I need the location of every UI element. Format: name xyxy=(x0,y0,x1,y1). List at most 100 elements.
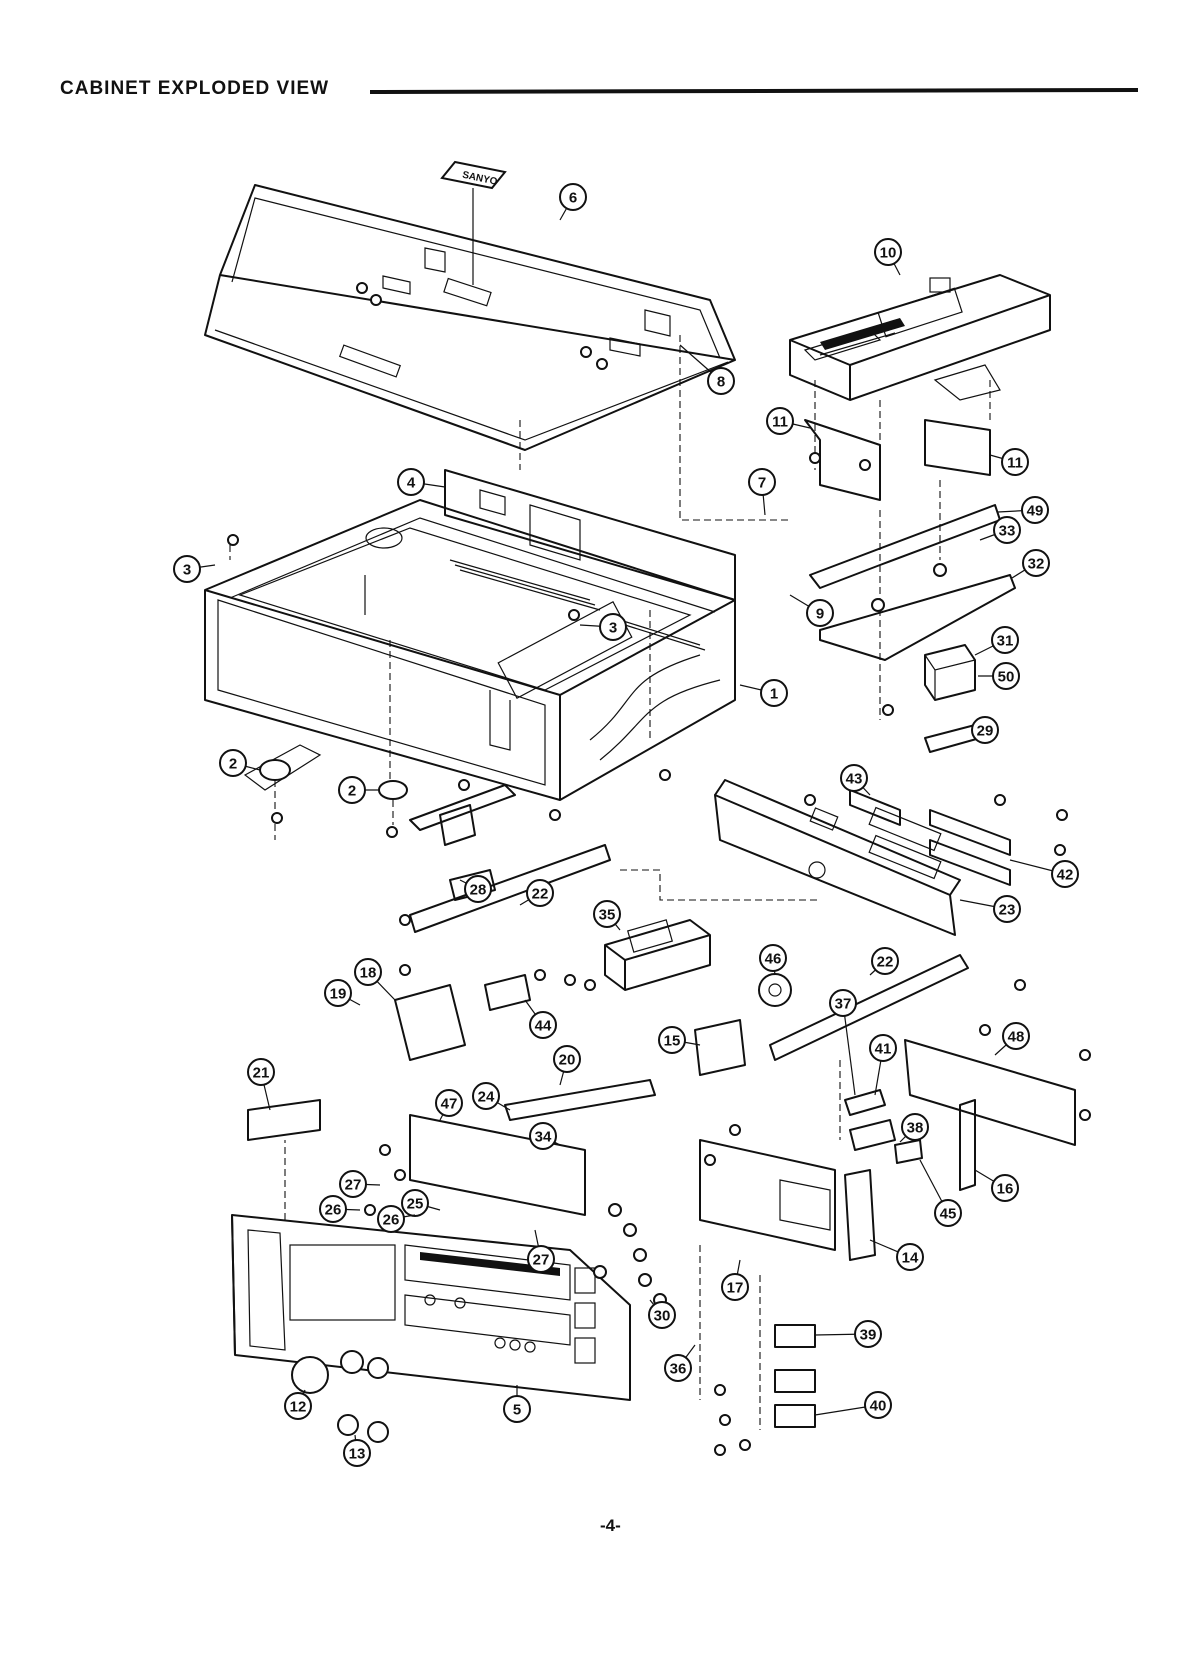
callout-number: 47 xyxy=(441,1096,458,1113)
part-callout-36: 36 xyxy=(665,1345,695,1381)
part-callout-27: 27 xyxy=(340,1171,380,1197)
cassette-mechanism xyxy=(790,275,1050,475)
callout-number: 22 xyxy=(532,886,549,903)
part-callout-29: 29 xyxy=(972,717,998,743)
part-callout-11: 11 xyxy=(767,408,810,434)
callout-number: 11 xyxy=(772,414,788,431)
part-callout-40: 40 xyxy=(815,1392,891,1418)
callout-number: 4 xyxy=(407,475,416,492)
part-callout-27: 27 xyxy=(528,1230,554,1272)
part-callout-42: 42 xyxy=(1010,860,1078,887)
part-callout-44: 44 xyxy=(525,1000,556,1038)
callout-number: 13 xyxy=(349,1446,366,1463)
callout-number: 49 xyxy=(1027,503,1044,520)
main-chassis xyxy=(205,500,735,800)
callout-number: 2 xyxy=(229,756,237,773)
part-callout-21: 21 xyxy=(248,1059,274,1110)
part-callout-26: 26 xyxy=(320,1196,360,1222)
callout-number: 10 xyxy=(880,245,897,262)
part-callout-13: 13 xyxy=(344,1435,370,1466)
callout-number: 44 xyxy=(535,1018,552,1035)
part-callout-20: 20 xyxy=(554,1046,580,1085)
part-callout-4: 4 xyxy=(398,469,445,495)
callout-number: 17 xyxy=(727,1280,744,1297)
callout-number: 30 xyxy=(654,1308,671,1325)
part-callout-22: 22 xyxy=(520,880,553,906)
part-callout-22: 22 xyxy=(870,948,898,975)
callout-number: 37 xyxy=(835,996,852,1013)
callout-number: 35 xyxy=(599,907,616,924)
part-callout-5: 5 xyxy=(504,1385,530,1422)
callout-number: 9 xyxy=(816,606,824,623)
callout-number: 15 xyxy=(664,1033,681,1050)
page-number: -4- xyxy=(600,1516,621,1536)
callout-number: 1 xyxy=(770,686,778,703)
power-transformer xyxy=(605,920,710,990)
callout-number: 20 xyxy=(559,1052,576,1069)
callout-number: 42 xyxy=(1057,867,1074,884)
part-callout-3: 3 xyxy=(174,556,215,582)
part-callout-16: 16 xyxy=(975,1170,1018,1201)
part-callout-23: 23 xyxy=(960,896,1020,922)
callout-number: 41 xyxy=(875,1041,892,1058)
part-callout-6: 6 xyxy=(560,184,586,220)
part-callout-14: 14 xyxy=(870,1240,923,1270)
part-callout-37: 37 xyxy=(830,990,856,1095)
callout-number: 14 xyxy=(902,1250,919,1267)
part-callout-11: 11 xyxy=(990,449,1028,475)
callout-number: 43 xyxy=(846,771,863,788)
part-callout-25: 25 xyxy=(402,1190,440,1216)
callout-number: 31 xyxy=(997,633,1014,650)
callout-number: 34 xyxy=(535,1129,552,1146)
callout-number: 6 xyxy=(569,190,577,207)
callout-number: 21 xyxy=(253,1065,270,1082)
rear-panel xyxy=(715,780,960,935)
part-callout-1: 1 xyxy=(740,680,787,706)
callout-number: 7 xyxy=(758,475,766,492)
callout-number: 26 xyxy=(325,1202,342,1219)
part-callout-38: 38 xyxy=(900,1114,928,1142)
part-callout-18: 18 xyxy=(355,959,395,1000)
sanyo-logo-badge: SANYO xyxy=(442,162,505,188)
callout-number: 22 xyxy=(877,954,894,971)
callout-number: 48 xyxy=(1008,1029,1025,1046)
part-callout-3: 3 xyxy=(580,614,626,640)
callout-number: 16 xyxy=(997,1181,1014,1198)
part-callout-39: 39 xyxy=(815,1321,881,1347)
part-callout-8: 8 xyxy=(680,345,734,394)
part-callout-32: 32 xyxy=(1012,550,1049,578)
part-callout-47: 47 xyxy=(436,1090,462,1120)
part-callout-50: 50 xyxy=(978,663,1019,689)
callout-number: 40 xyxy=(870,1398,887,1415)
callout-number: 24 xyxy=(478,1089,495,1106)
callout-number: 25 xyxy=(407,1196,424,1213)
part-callout-45: 45 xyxy=(920,1160,961,1226)
part-callout-7: 7 xyxy=(749,469,775,515)
callout-number: 23 xyxy=(999,902,1016,919)
top-cover xyxy=(205,185,735,450)
callout-number: 32 xyxy=(1028,556,1045,573)
callout-number: 27 xyxy=(345,1177,362,1194)
callout-number: 11 xyxy=(1007,455,1023,472)
part-callout-9: 9 xyxy=(790,595,833,626)
callout-number: 12 xyxy=(290,1399,307,1416)
part-callout-46: 46 xyxy=(760,945,786,975)
part-callout-31: 31 xyxy=(975,627,1018,655)
part-callout-17: 17 xyxy=(722,1260,748,1300)
part-callout-19: 19 xyxy=(325,980,360,1006)
callout-number: 36 xyxy=(670,1361,687,1378)
callout-number: 33 xyxy=(999,523,1016,540)
callout-number: 45 xyxy=(940,1206,957,1223)
callout-number: 19 xyxy=(330,986,347,1003)
part-callout-2: 2 xyxy=(220,750,260,776)
callout-number: 29 xyxy=(977,723,994,740)
callout-number: 27 xyxy=(533,1252,550,1269)
callout-number: 3 xyxy=(183,562,191,579)
part-callout-43: 43 xyxy=(841,765,870,795)
part-callout-48: 48 xyxy=(995,1023,1029,1055)
part-callouts: 1223345678910111112131415161718192021222… xyxy=(174,184,1078,1466)
callout-number: 28 xyxy=(470,882,487,899)
callout-number: 38 xyxy=(907,1120,924,1137)
